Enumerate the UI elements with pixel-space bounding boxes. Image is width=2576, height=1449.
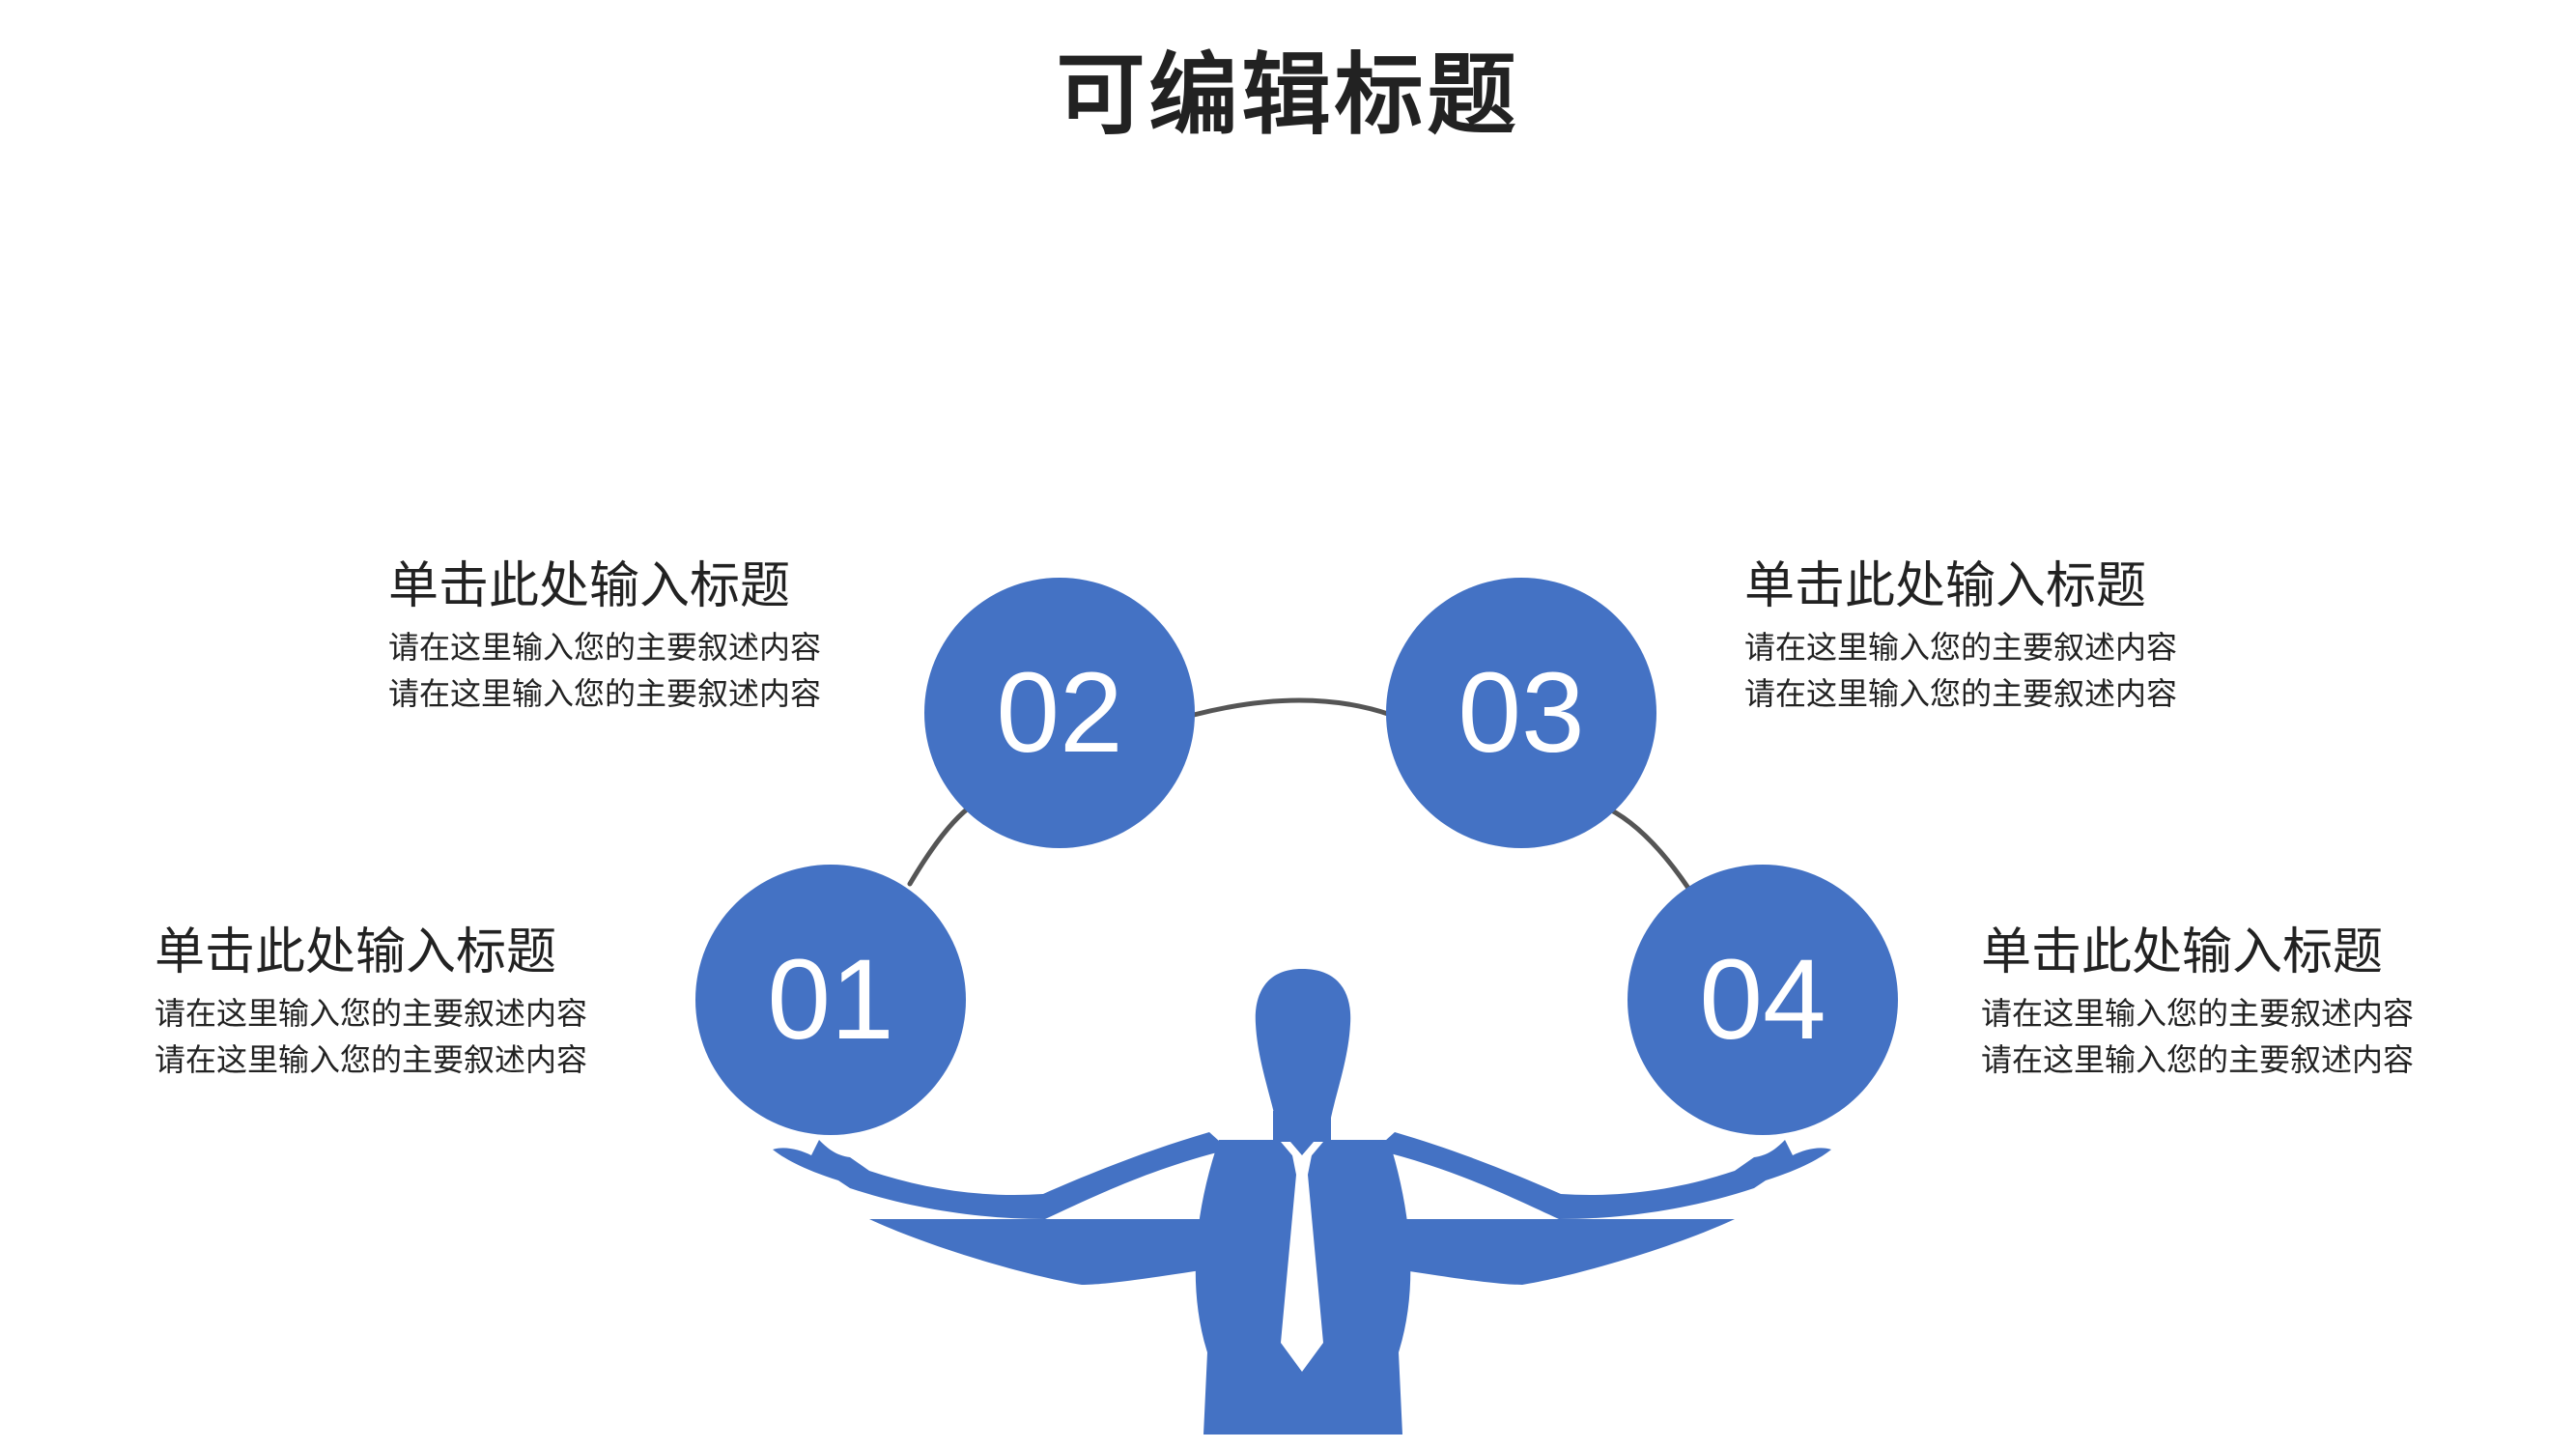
block-line[interactable]: 请在这里输入您的主要叙述内容 (388, 675, 822, 713)
text-block-04: 单击此处输入标题 请在这里输入您的主要叙述内容 请在这里输入您的主要叙述内容 (1981, 923, 2483, 1083)
text-block-03: 单击此处输入标题 请在这里输入您的主要叙述内容 请在这里输入您的主要叙述内容 (1744, 556, 2247, 717)
node-circle (695, 865, 966, 1135)
block-line[interactable]: 请在这里输入您的主要叙述内容 (155, 995, 588, 1033)
node-circle (924, 578, 1195, 848)
text-block-01: 单击此处输入标题 请在这里输入您的主要叙述内容 请在这里输入您的主要叙述内容 (155, 923, 657, 1083)
block-line[interactable]: 请在这里输入您的主要叙述内容 (1744, 675, 2178, 713)
figure-left-arm (773, 1132, 1229, 1219)
block-heading[interactable]: 单击此处输入标题 (388, 557, 791, 615)
node-03: 03 (1386, 578, 1656, 848)
node-number: 02 (996, 649, 1122, 777)
node-circle (1386, 578, 1656, 848)
text-block-02: 单击此处输入标题 请在这里输入您的主要叙述内容 请在这里输入您的主要叙述内容 (388, 556, 891, 717)
figure-tie (1281, 1142, 1323, 1372)
node-number: 04 (1699, 936, 1826, 1064)
node-04: 04 (1628, 865, 1898, 1135)
figure-head (1255, 969, 1351, 1128)
figure-right-arm (1375, 1132, 1831, 1219)
block-line[interactable]: 请在这里输入您的主要叙述内容 (1744, 629, 2178, 667)
node-number: 01 (767, 936, 893, 1064)
block-heading[interactable]: 单击此处输入标题 (1981, 923, 2384, 981)
block-heading[interactable]: 单击此处输入标题 (1744, 557, 2147, 615)
block-line[interactable]: 请在这里输入您的主要叙述内容 (1981, 1041, 2415, 1079)
block-line[interactable]: 请在这里输入您的主要叙述内容 (155, 1041, 588, 1079)
block-line[interactable]: 请在这里输入您的主要叙述内容 (1981, 995, 2415, 1033)
figure-left-arm-lower (869, 1219, 1232, 1285)
block-line[interactable]: 请在这里输入您的主要叙述内容 (388, 629, 822, 667)
node-01: 01 (695, 865, 966, 1135)
businessman-silhouette-icon (773, 969, 1831, 1435)
node-02: 02 (924, 578, 1195, 848)
node-number: 03 (1458, 649, 1584, 777)
block-heading[interactable]: 单击此处输入标题 (155, 923, 557, 981)
figure-right-arm-lower (1372, 1219, 1735, 1285)
node-circle (1628, 865, 1898, 1135)
page-title: 可编辑标题 (1056, 43, 1520, 147)
